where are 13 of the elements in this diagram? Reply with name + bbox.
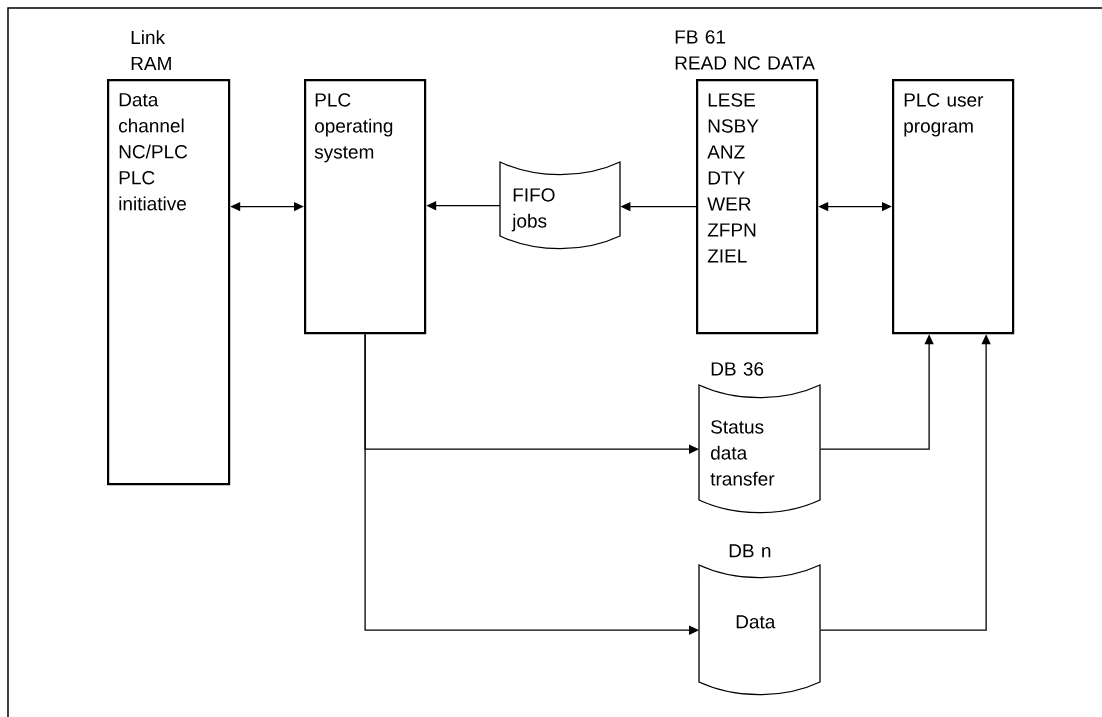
heading-label: DB 36 — [711, 362, 764, 376]
process-box: PLC operating system — [304, 79, 427, 335]
process-box: PLC user program — [892, 79, 1015, 335]
heading-label: DB n — [729, 544, 771, 558]
storage-drum: Status data transfer — [698, 384, 821, 514]
heading-label: Link RAM — [131, 30, 171, 70]
process-box: Data channel NC/PLC PLC initiative — [107, 79, 231, 486]
storage-drum: FIFO jobs — [499, 161, 621, 250]
heading-label: FB 61 — [675, 30, 725, 44]
arrow — [364, 333, 699, 635]
process-box: LESE NSBY ANZ DTY WER ZFPN ZIEL — [696, 79, 819, 335]
heading-label: READ NC DATA — [675, 56, 815, 70]
storage-drum: Data — [698, 564, 821, 696]
